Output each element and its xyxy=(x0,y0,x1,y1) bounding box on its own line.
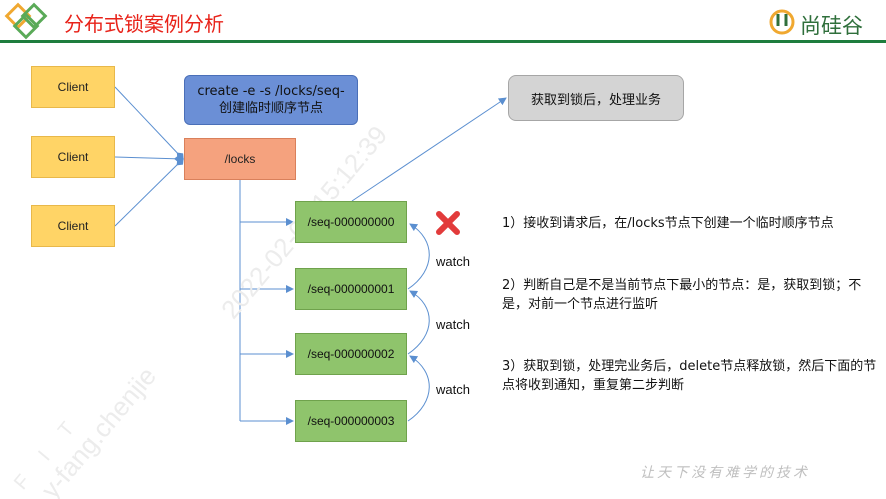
brand-logo-icon xyxy=(769,9,795,35)
client-line-1 xyxy=(114,86,184,160)
step-1: 1）接收到请求后，在/locks节点下创建一个临时顺序节点 xyxy=(502,216,834,231)
create-command: create -e -s /locks/seq- xyxy=(197,84,345,99)
client-box-1: Client xyxy=(31,66,115,108)
seq-node-2: /seq-000000002 xyxy=(295,333,407,375)
acquire-arrow xyxy=(351,97,507,202)
seq-node-3: /seq-000000003 xyxy=(295,400,407,442)
client-line-2 xyxy=(114,154,184,163)
watch-label-3: watch xyxy=(436,382,470,397)
locks-node: /locks xyxy=(184,138,296,180)
footer-slogan: 让天下没有难学的技术 xyxy=(640,465,810,481)
step-2: 2）判断自己是不是当前节点下最小的节点：是，获取到锁；不是，对前一个节点进行监听 xyxy=(502,278,862,312)
acquired-lock-box: 获取到锁后，处理业务 xyxy=(508,75,684,121)
header-divider xyxy=(0,40,886,43)
client-box-2: Client xyxy=(31,136,115,178)
client-box-3: Client xyxy=(31,205,115,247)
client-line-3 xyxy=(114,158,184,227)
logo-icon xyxy=(4,2,48,40)
brand-logo: 尚硅谷 xyxy=(766,8,876,38)
watch-curve-3 xyxy=(407,355,430,422)
step-3: 3）获取到锁，处理完业务后，delete节点释放锁，然后下面的节点将收到通知，重… xyxy=(502,359,877,393)
page-title: 分布式锁案例分析 xyxy=(64,12,224,36)
create-node-box: create -e -s /locks/seq- 创建临时顺序节点 xyxy=(184,75,358,125)
watch-curve-1 xyxy=(407,223,430,290)
seq-node-1: /seq-000000001 xyxy=(295,268,407,310)
red-x-icon xyxy=(436,211,460,235)
watch-curve-2 xyxy=(407,290,430,355)
watch-label-2: watch xyxy=(436,317,470,332)
brand-name: 尚硅谷 xyxy=(800,14,863,38)
watch-label-1: watch xyxy=(436,254,470,269)
seq-node-0: /seq-000000000 xyxy=(295,201,407,243)
create-description: 创建临时顺序节点 xyxy=(218,101,323,116)
